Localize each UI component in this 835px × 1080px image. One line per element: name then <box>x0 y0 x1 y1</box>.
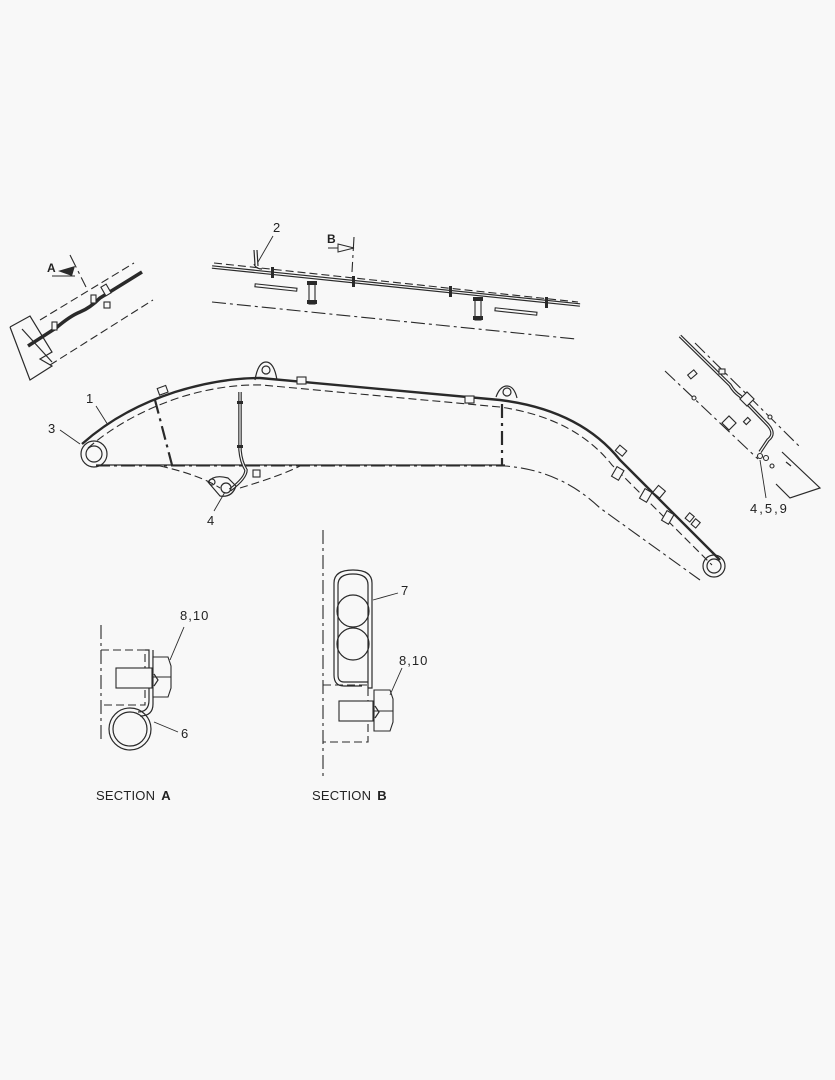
view-marker-b: B <box>327 232 336 246</box>
section-a-prefix: SECTION <box>96 788 156 803</box>
callout-4: 4 <box>207 513 215 528</box>
section-a-letter: A <box>161 788 171 803</box>
section-b-letter: B <box>377 788 387 803</box>
detail-view-b <box>211 236 581 340</box>
section-b-title: SECTION B <box>312 789 387 803</box>
section-a-title: SECTION A <box>96 789 171 803</box>
callout-4-5-9: 4,5,9 <box>750 501 789 516</box>
callout-6: 6 <box>181 726 189 741</box>
view-marker-a: A <box>47 261 56 275</box>
callout-8-10-section-b: 8,10 <box>399 653 429 668</box>
detail-view-right <box>664 334 822 499</box>
callout-1: 1 <box>86 391 94 406</box>
callout-7: 7 <box>401 583 409 598</box>
leader-lines <box>59 235 767 512</box>
section-b-prefix: SECTION <box>312 788 372 803</box>
callout-3: 3 <box>48 421 56 436</box>
boom-main <box>80 361 726 581</box>
callout-8-10-section-a: 8,10 <box>180 608 210 623</box>
detail-view-a <box>9 254 154 381</box>
section-a-drawing <box>100 625 185 751</box>
section-b-drawing <box>322 530 403 776</box>
callout-2: 2 <box>273 220 281 235</box>
